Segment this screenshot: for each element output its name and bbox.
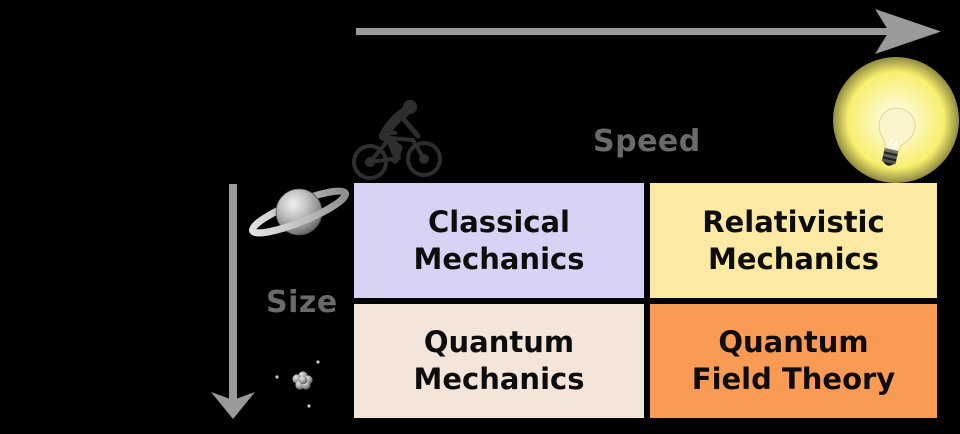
quadrant-relativistic-mechanics: Relativistic Mechanics <box>648 181 939 300</box>
speed-axis-arrow-icon <box>356 9 941 54</box>
saturn-planet-icon <box>248 187 350 237</box>
quadrant-label-line: Mechanics <box>413 362 585 396</box>
quadrant-label-line: Quantum <box>718 325 869 359</box>
quadrant-label-line: Classical <box>428 204 570 239</box>
speed-arrow-head <box>875 9 941 54</box>
size-axis-arrow-icon <box>211 184 255 419</box>
quadrant-label-line: Quantum <box>423 325 575 359</box>
size-axis-label: Size <box>266 285 338 320</box>
quadrant-label-line: Mechanics <box>413 241 585 276</box>
nucleus <box>292 371 313 390</box>
quadrant-label-line: Relativistic <box>702 204 885 239</box>
size-arrow-head <box>211 392 255 419</box>
light-bulb-icon <box>833 57 959 183</box>
bicycle-icon <box>352 100 442 180</box>
electron <box>307 404 311 408</box>
quadrant-quantum-mechanics: Quantum Mechanics <box>352 302 646 420</box>
rider-front-leg <box>382 132 403 164</box>
light-bulb-glass-and-base <box>878 107 916 166</box>
electron <box>316 360 320 364</box>
speed-axis-label: Speed <box>593 124 701 159</box>
quadrant-classical-mechanics: Classical Mechanics <box>352 181 646 300</box>
rider-arm <box>399 114 421 139</box>
rider-back-leg <box>386 138 396 156</box>
quadrant-quantum-field-theory: Quantum Field Theory <box>648 302 939 420</box>
electron <box>275 375 279 379</box>
size-arrow-shaft <box>229 184 237 402</box>
speed-arrow-shaft <box>356 28 890 35</box>
bulb-glass <box>878 107 916 152</box>
bulb-highlight <box>887 139 899 149</box>
quadrant-label-line: Field Theory <box>691 362 896 396</box>
bulb-screw-base <box>881 148 899 166</box>
atom-icon <box>275 360 320 408</box>
quadrant-label-line: Mechanics <box>708 241 879 276</box>
